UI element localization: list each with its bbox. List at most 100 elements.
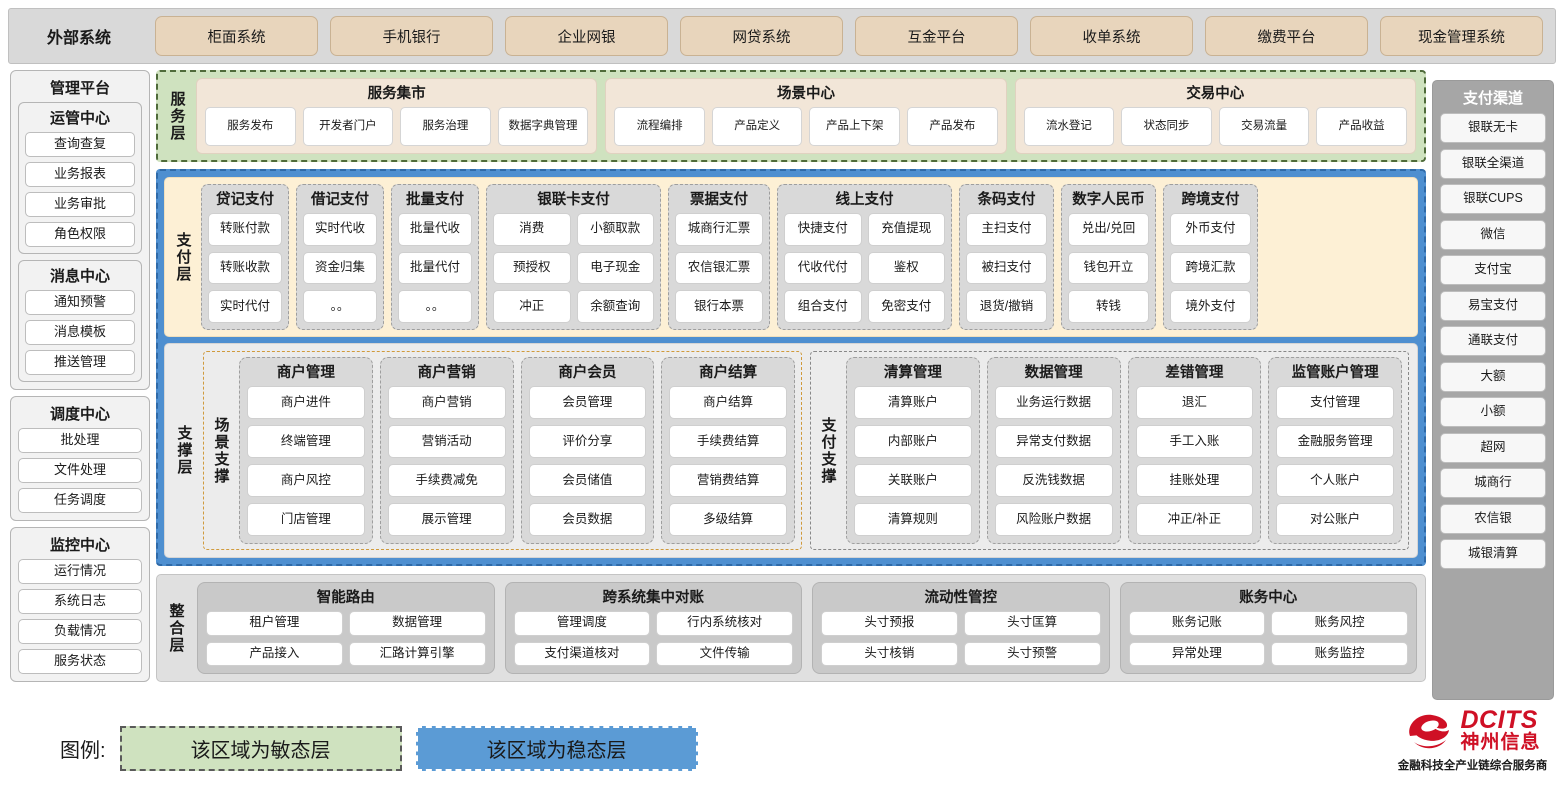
management-item[interactable]: 通知预警 [25, 290, 135, 315]
payment-item[interactable]: 预授权 [493, 251, 571, 285]
payment-channel-item[interactable]: 通联支付 [1440, 326, 1546, 356]
external-system-item[interactable]: 网贷系统 [680, 16, 843, 56]
external-system-item[interactable]: 缴费平台 [1205, 16, 1368, 56]
integration-item[interactable]: 账务记账 [1128, 611, 1266, 636]
payment-support-item[interactable]: 内部账户 [854, 425, 972, 458]
payment-support-item[interactable]: 关联账户 [854, 464, 972, 497]
service-item[interactable]: 服务治理 [400, 107, 491, 146]
payment-support-item[interactable]: 风险账户数据 [994, 503, 1113, 536]
payment-item[interactable]: 兑出/兑回 [1068, 213, 1149, 246]
service-item[interactable]: 交易流量 [1218, 107, 1310, 146]
integration-item[interactable]: 头寸预报 [821, 611, 958, 636]
payment-item[interactable]: 转钱 [1068, 290, 1149, 324]
payment-channel-item[interactable]: 农信银 [1440, 503, 1546, 534]
payment-channel-item[interactable]: 超网 [1440, 432, 1546, 463]
scene-item[interactable]: 门店管理 [247, 503, 365, 536]
payment-item[interactable]: 转账付款 [208, 213, 282, 246]
payment-support-item[interactable]: 支付管理 [1276, 386, 1394, 419]
integration-item[interactable]: 产品接入 [206, 641, 343, 666]
management-item[interactable]: 业务报表 [25, 162, 135, 187]
payment-item[interactable]: 充值提现 [867, 213, 945, 246]
management-item[interactable]: 查询查复 [25, 132, 135, 157]
service-item[interactable]: 产品发布 [907, 107, 998, 146]
payment-item[interactable]: 电子现金 [576, 251, 654, 285]
payment-item[interactable]: 银行本票 [675, 290, 763, 324]
payment-item[interactable]: 农信银汇票 [675, 251, 763, 285]
external-system-item[interactable]: 现金管理系统 [1380, 16, 1543, 56]
payment-item[interactable]: 小额取款 [576, 213, 654, 246]
payment-item[interactable]: 冲正 [493, 290, 571, 324]
scene-item[interactable]: 手续费结算 [669, 425, 787, 458]
payment-channel-item[interactable]: 城商行 [1440, 468, 1546, 498]
payment-channel-item[interactable]: 大额 [1440, 361, 1546, 392]
service-item[interactable]: 流程编排 [614, 107, 705, 146]
scene-item[interactable]: 商户进件 [247, 386, 365, 419]
payment-item[interactable]: 实时代付 [208, 290, 282, 324]
payment-item[interactable]: 城商行汇票 [675, 213, 763, 246]
payment-item[interactable]: 余额查询 [576, 290, 654, 324]
management-item[interactable]: 角色权限 [25, 222, 135, 247]
payment-item[interactable]: 。。 [398, 290, 472, 324]
scene-item[interactable]: 会员数据 [528, 503, 647, 536]
payment-support-item[interactable]: 退汇 [1135, 386, 1254, 419]
payment-item[interactable]: 批量代收 [398, 213, 472, 246]
payment-support-item[interactable]: 挂账处理 [1135, 464, 1254, 497]
payment-channel-item[interactable]: 银联全渠道 [1440, 148, 1546, 179]
service-item[interactable]: 数据字典管理 [497, 107, 589, 146]
integration-item[interactable]: 行内系统核对 [656, 611, 793, 636]
integration-item[interactable]: 文件传输 [656, 641, 793, 666]
scene-item[interactable]: 商户营销 [387, 386, 506, 419]
service-item[interactable]: 产品定义 [711, 107, 803, 146]
external-system-item[interactable]: 柜面系统 [155, 16, 318, 56]
payment-support-item[interactable]: 金融服务管理 [1276, 425, 1394, 458]
payment-item[interactable]: 被扫支付 [966, 251, 1047, 285]
payment-channel-item[interactable]: 小额 [1440, 397, 1546, 427]
service-item[interactable]: 产品上下架 [809, 107, 901, 146]
scene-item[interactable]: 手续费减免 [387, 464, 506, 497]
payment-channel-item[interactable]: 易宝支付 [1440, 290, 1546, 321]
integration-item[interactable]: 异常处理 [1128, 641, 1266, 666]
management-item[interactable]: 负载情况 [18, 619, 142, 644]
payment-channel-item[interactable]: 城银清算 [1440, 539, 1546, 569]
external-system-item[interactable]: 手机银行 [330, 16, 493, 56]
payment-item[interactable]: 外币支付 [1170, 213, 1251, 246]
integration-item[interactable]: 头寸核销 [821, 641, 958, 666]
payment-item[interactable]: 境外支付 [1170, 290, 1251, 324]
scene-item[interactable]: 商户风控 [247, 464, 365, 497]
integration-item[interactable]: 汇路计算引擎 [348, 641, 486, 666]
external-system-item[interactable]: 企业网银 [505, 16, 668, 56]
payment-item[interactable]: 批量代付 [398, 251, 472, 285]
payment-channel-item[interactable]: 微信 [1440, 219, 1546, 250]
integration-item[interactable]: 账务风控 [1271, 611, 1408, 636]
scene-item[interactable]: 会员管理 [528, 386, 647, 419]
integration-item[interactable]: 数据管理 [348, 611, 486, 636]
payment-support-item[interactable]: 个人账户 [1276, 464, 1394, 497]
scene-item[interactable]: 商户结算 [669, 386, 787, 419]
integration-item[interactable]: 头寸匡算 [963, 611, 1101, 636]
payment-item[interactable]: 主扫支付 [966, 213, 1047, 246]
payment-support-item[interactable]: 异常支付数据 [994, 425, 1113, 458]
external-system-item[interactable]: 互金平台 [855, 16, 1018, 56]
payment-support-item[interactable]: 清算账户 [854, 386, 972, 419]
integration-item[interactable]: 头寸预警 [963, 641, 1101, 666]
scene-item[interactable]: 营销费结算 [669, 464, 787, 497]
payment-item[interactable]: 组合支付 [784, 290, 862, 324]
payment-support-item[interactable]: 冲正/补正 [1135, 503, 1254, 536]
payment-item[interactable]: 快捷支付 [784, 213, 862, 246]
payment-item[interactable]: 代收代付 [784, 251, 862, 285]
payment-item[interactable]: 退货/撤销 [966, 290, 1047, 324]
payment-item[interactable]: 。。 [303, 290, 377, 324]
scene-item[interactable]: 会员储值 [528, 464, 647, 497]
payment-item[interactable]: 实时代收 [303, 213, 377, 246]
payment-channel-item[interactable]: 银联无卡 [1440, 113, 1546, 143]
external-system-item[interactable]: 收单系统 [1030, 16, 1193, 56]
payment-support-item[interactable]: 清算规则 [854, 503, 972, 536]
payment-item[interactable]: 鉴权 [867, 251, 945, 285]
service-item[interactable]: 开发者门户 [302, 107, 394, 146]
scene-item[interactable]: 评价分享 [528, 425, 647, 458]
service-item[interactable]: 流水登记 [1023, 107, 1115, 146]
management-item[interactable]: 服务状态 [18, 649, 142, 674]
management-item[interactable]: 文件处理 [18, 458, 142, 483]
payment-item[interactable]: 转账收款 [208, 251, 282, 285]
payment-item[interactable]: 钱包开立 [1068, 251, 1149, 285]
